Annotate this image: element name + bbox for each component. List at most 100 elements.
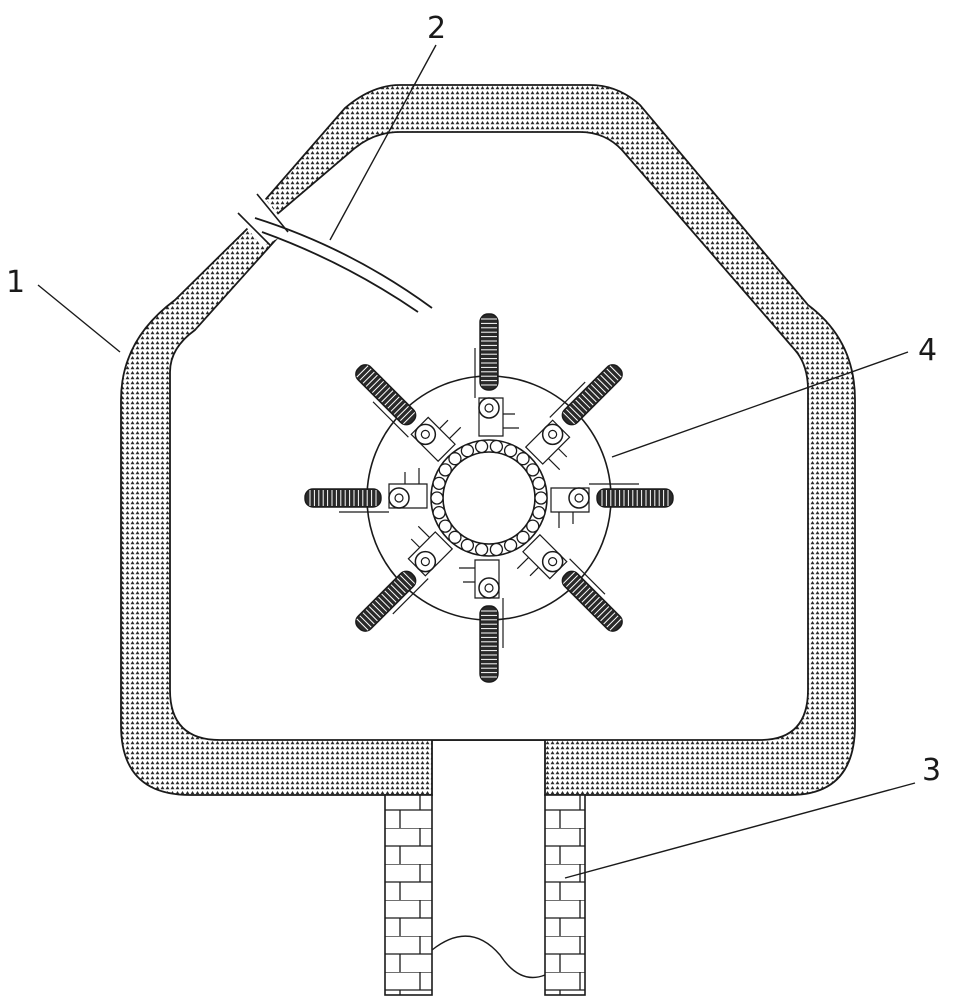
hammer-rib (575, 584, 588, 597)
hammer-head (304, 488, 382, 508)
callout-leaders (37, 44, 916, 879)
callout-label-3: 3 (922, 753, 941, 788)
hammer-set (304, 313, 674, 683)
callout-label-4: 4 (918, 333, 937, 368)
leader-4 (611, 351, 909, 458)
hub-bead (432, 476, 446, 490)
hammer-rib (606, 615, 619, 628)
hammer-arm (304, 468, 428, 513)
hammer-rib (590, 384, 603, 397)
hammer-rib (575, 399, 588, 412)
hub-bead (432, 506, 446, 520)
hammer-pivot-pin (478, 577, 500, 599)
leader-3 (564, 782, 916, 879)
hammer-arm (524, 364, 623, 471)
hammer-rod (569, 558, 606, 595)
hammer-rib (587, 596, 600, 609)
hammer-rib (609, 618, 622, 631)
hammer-rib (603, 371, 616, 384)
hammer-head (596, 488, 674, 508)
hammer-rib (600, 609, 613, 622)
hammer-rib (399, 575, 412, 588)
hammer-rib (381, 593, 394, 606)
hub-bead (526, 519, 540, 533)
hub-bead (474, 439, 489, 454)
hammer-rib (393, 402, 406, 415)
hub-bead (489, 542, 504, 557)
hub-bead (460, 538, 475, 552)
hammer-rib (396, 578, 409, 591)
hammer-rib (371, 603, 384, 616)
hammer-rod (392, 578, 429, 615)
hub-bead (438, 519, 452, 533)
hammer-head (561, 570, 623, 632)
hub-bead-ring (430, 439, 548, 557)
hammer-rod (372, 401, 409, 438)
hammer-rib (368, 606, 381, 619)
hammer-pivot-bore (548, 429, 558, 439)
hammer-pivot-pin (388, 487, 410, 509)
hammer-rib (572, 581, 585, 594)
hammer-rib (569, 578, 582, 591)
hammer-rib (384, 590, 397, 603)
hammer-arm (355, 525, 454, 632)
hammer-rib (371, 380, 384, 393)
hammer-bracket (410, 416, 462, 463)
hub-bead (516, 530, 530, 544)
hammer-pivot-bore (548, 557, 558, 567)
hammer-rib (378, 387, 391, 400)
hammer-arm (474, 313, 519, 437)
hammer-rib (590, 599, 603, 612)
hammer-pivot-bore (420, 429, 430, 439)
hammer-rib (609, 365, 622, 378)
hammer-head (355, 364, 417, 426)
hub-bead (448, 452, 462, 466)
hub-bead (503, 538, 518, 552)
hammer-head (561, 364, 623, 426)
hammer-rib (362, 371, 375, 384)
deflector-plate (254, 217, 433, 313)
hammer-rib (578, 396, 591, 409)
hammer-rib (356, 618, 369, 631)
rotor-assembly (304, 313, 674, 683)
hammer-head (479, 313, 499, 391)
hub-bead (430, 491, 444, 505)
hammer-rib (362, 612, 375, 625)
hammer-pivot-bore (574, 493, 584, 503)
hammer-rib (393, 581, 406, 594)
hammer-rib (356, 365, 369, 378)
chute-right-wall (544, 794, 586, 996)
hub-bead (516, 452, 530, 466)
callout-label-2: 2 (427, 11, 446, 46)
hammer-rib (603, 612, 616, 625)
hammer-rib (600, 374, 613, 387)
hammer-pivot-bore (484, 403, 494, 413)
hammer-rib (399, 408, 412, 421)
leader-2 (329, 44, 437, 241)
hammer-head (355, 570, 417, 632)
hammer-pivot-bore (420, 557, 430, 567)
hammer-rib (594, 380, 607, 393)
hammer-arm (516, 533, 623, 632)
hammer-rib (375, 384, 388, 397)
hub-bead (503, 444, 518, 458)
hammer-rib (403, 412, 416, 425)
hammer-rib (390, 584, 403, 597)
hammer-rib (396, 405, 409, 418)
hub-bead (489, 439, 504, 454)
callout-label-1: 1 (6, 265, 25, 300)
hammer-rib (594, 603, 607, 616)
hammer-pivot-pin (478, 397, 500, 419)
callout-labels: 1 2 3 4 (6, 11, 941, 788)
hammer-rib (381, 390, 394, 403)
hammer-rib (359, 368, 372, 381)
hammer-rib (390, 399, 403, 412)
hammer-arm (550, 483, 674, 528)
hammer-rib (365, 609, 378, 622)
hammer-rib (584, 593, 597, 606)
hammer-bracket (524, 419, 571, 471)
hammer-rib (597, 377, 610, 390)
hammer-pivot-bore (394, 493, 404, 503)
hammer-bracket (388, 468, 428, 509)
hammer-rib (387, 587, 400, 600)
